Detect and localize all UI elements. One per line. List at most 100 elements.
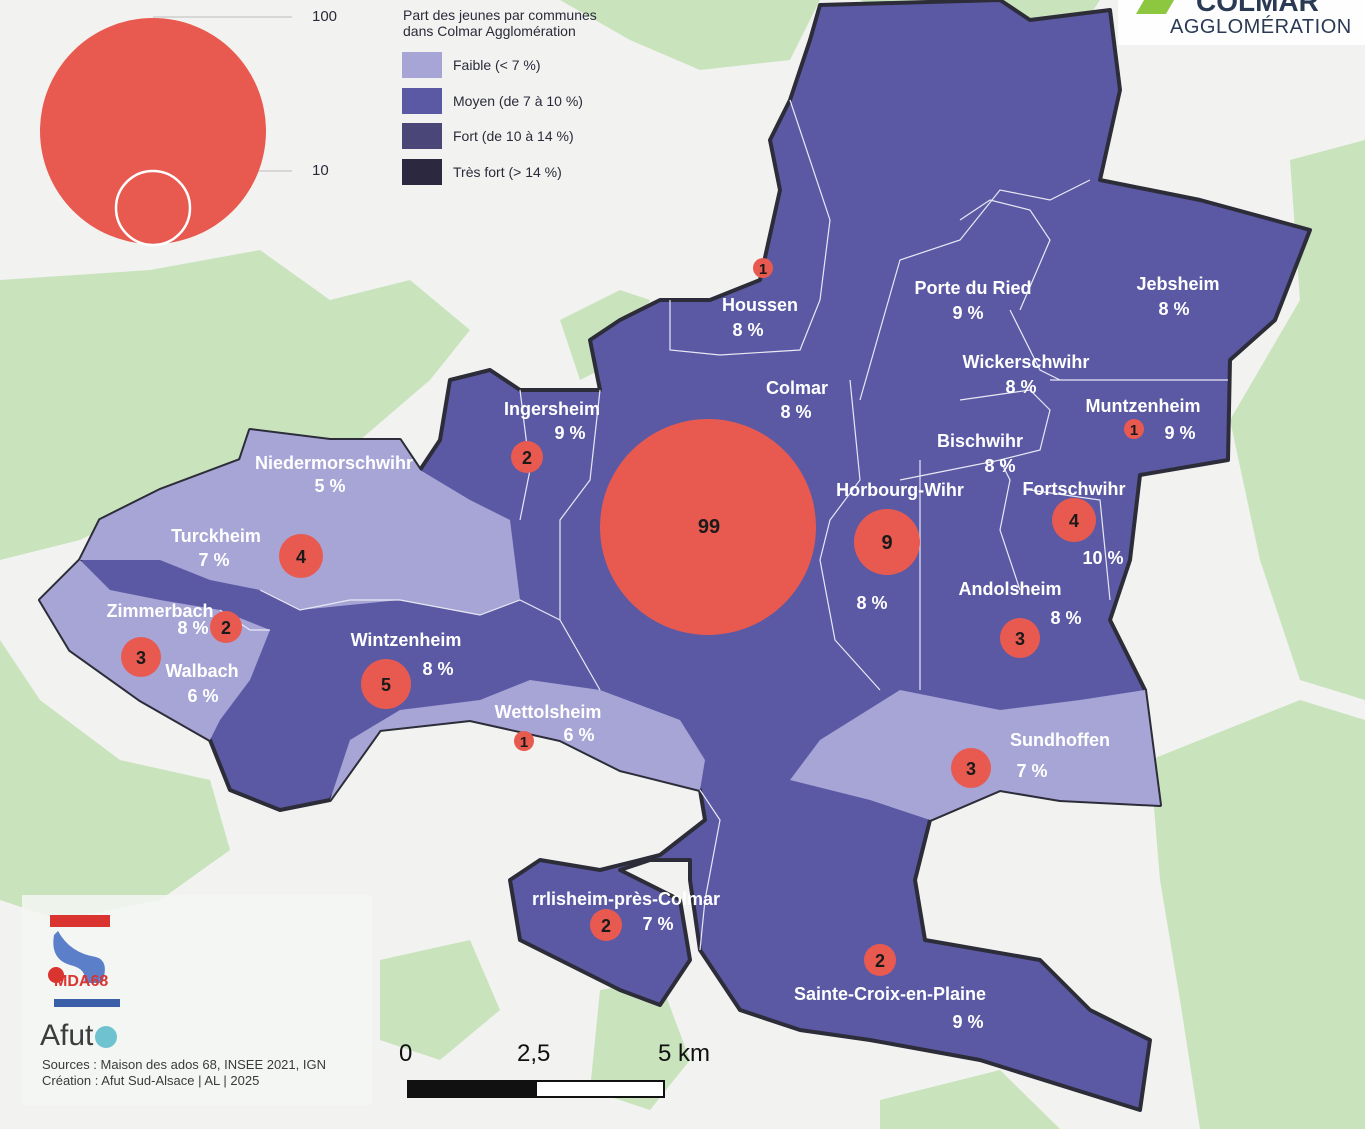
name-niedermorschwihr: Niedermorschwihr [255,453,413,473]
name-wickerschwihr: Wickerschwihr [963,352,1090,372]
pct-fortschwihr: 10 % [1082,548,1123,568]
count-circle-fortschwihr [1052,498,1096,542]
count-muntzenheim: 1 [1130,422,1138,439]
pct-herrlisheim: 7 % [642,914,673,934]
count-circle-andolsheim [1000,618,1040,658]
name-horbourg-wihr: Horbourg-Wihr [836,480,964,500]
afut-logo-icon [95,1026,118,1049]
name-andolsheim: Andolsheim [958,579,1061,599]
name-wettolsheim: Wettolsheim [495,702,602,722]
count-houssen: 1 [759,261,767,278]
name-porte-du-ried: Porte du Ried [914,278,1031,298]
name-turckheim: Turckheim [171,526,261,546]
count-zimmerbach: 2 [221,618,231,638]
legend-swatch-fort [402,123,442,149]
count-colmar: 99 [698,516,720,538]
legend-swatch-tres-fort [402,159,442,185]
name-houssen: Houssen [722,295,798,315]
name-jebsheim: Jebsheim [1136,274,1219,294]
count-circle-muntzenheim [1124,419,1144,439]
count-numbers: 1 2 99 9 1 4 4 2 3 5 3 1 3 2 2 [136,261,1138,971]
count-herrlisheim: 2 [601,916,611,936]
count-circle-walbach [121,637,161,677]
legend-circle-100 [40,18,266,244]
pct-wickerschwihr: 8 % [1005,377,1036,397]
pct-colmar: 8 % [780,402,811,422]
count-sainte-croix: 2 [875,951,885,971]
count-circle-sundhoffen [951,748,991,788]
pct-niedermorschwihr: 5 % [314,476,345,496]
count-horbourg: 9 [881,532,892,554]
count-circle-wintzenheim [361,659,411,709]
name-zimmerbach: Zimmerbach [106,601,213,621]
count-sundhoffen: 3 [966,759,976,779]
name-fortschwihr: Fortschwihr [1022,479,1125,499]
credits-panel: MDA68 Afut Sources : Maison des ados 68,… [22,895,372,1105]
mda68-logo-text: MDA68 [54,973,109,990]
legend-size-10: 10 [312,162,329,179]
count-circle-zimmerbach [210,611,242,643]
mda68-logo-icon [48,915,120,1007]
brand-line2: AGGLOMÉRATION [1170,16,1352,38]
legend-swatch-moyen [402,88,442,114]
brand-line1: COLMAR [1196,0,1319,17]
legend-circle-10 [114,169,192,247]
name-wintzenheim: Wintzenheim [351,630,462,650]
legend-title-line2: dans Colmar Agglomération [403,23,576,39]
afut-logo-text: Afut [40,1019,94,1052]
commune-labels: Houssen 8 % Porte du Ried 9 % Jebsheim 8… [106,274,1219,1032]
count-circle-sainte-croix [864,944,896,976]
legend-label-tres-fort: Très fort (> 14 %) [453,164,562,180]
pct-porte-du-ried: 9 % [952,303,983,323]
scale-label-end: 5 km [658,1040,711,1067]
size-legend [40,16,292,247]
pct-wintzenheim: 8 % [422,659,453,679]
count-walbach: 3 [136,648,146,668]
pct-houssen: 8 % [732,320,763,340]
pct-sundhoffen: 7 % [1016,761,1047,781]
count-turckheim: 4 [296,547,306,567]
colmar-agglomeration-logo: COLMAR AGGLOMÉRATION [1118,0,1365,45]
count-circle-wettolsheim [514,731,534,751]
pct-zimmerbach: 8 % [177,618,208,638]
pct-muntzenheim: 9 % [1164,423,1195,443]
pct-turckheim: 7 % [198,550,229,570]
count-circle-herrlisheim [590,909,622,941]
scale-label-0: 0 [399,1040,413,1067]
pct-andolsheim: 8 % [1050,608,1081,628]
count-circle-turckheim [279,534,323,578]
scale-bar [407,1080,665,1098]
count-andolsheim: 3 [1015,629,1025,649]
scale-bar-segment [409,1082,537,1096]
legend-label-faible: Faible (< 7 %) [453,57,541,73]
name-bischwihr: Bischwihr [937,431,1023,451]
afut-logo: Afut [40,1019,118,1053]
legend-label-fort: Fort (de 10 à 14 %) [453,128,574,144]
brand-mark-icon [1135,0,1175,14]
pct-wettolsheim: 6 % [563,725,594,745]
name-ingersheim: Ingersheim [504,399,600,419]
legend-title-line1: Part des jeunes par communes [403,7,597,23]
count-ingersheim: 2 [522,448,532,468]
count-circles [121,258,1144,976]
legend-label-moyen: Moyen (de 7 à 10 %) [453,93,583,109]
count-circle-colmar [600,419,816,635]
name-walbach: Walbach [165,661,238,681]
count-circle-horbourg [854,509,920,575]
name-sundhoffen: Sundhoffen [1010,730,1110,750]
name-sainte-croix: Sainte-Croix-en-Plaine [794,984,986,1004]
name-muntzenheim: Muntzenheim [1086,396,1201,416]
count-circle-ingersheim [511,441,543,473]
legend-size-100: 100 [312,8,338,25]
pct-walbach: 6 % [187,686,218,706]
pct-bischwihr: 8 % [984,456,1015,476]
credit-creation: Création : Afut Sud-Alsace | AL | 2025 [42,1073,260,1088]
count-wettolsheim: 1 [520,734,528,751]
scale-label-mid: 2,5 [517,1040,551,1067]
name-colmar: Colmar [766,378,828,398]
pct-ingersheim: 9 % [554,423,585,443]
count-circle-houssen [753,258,773,278]
